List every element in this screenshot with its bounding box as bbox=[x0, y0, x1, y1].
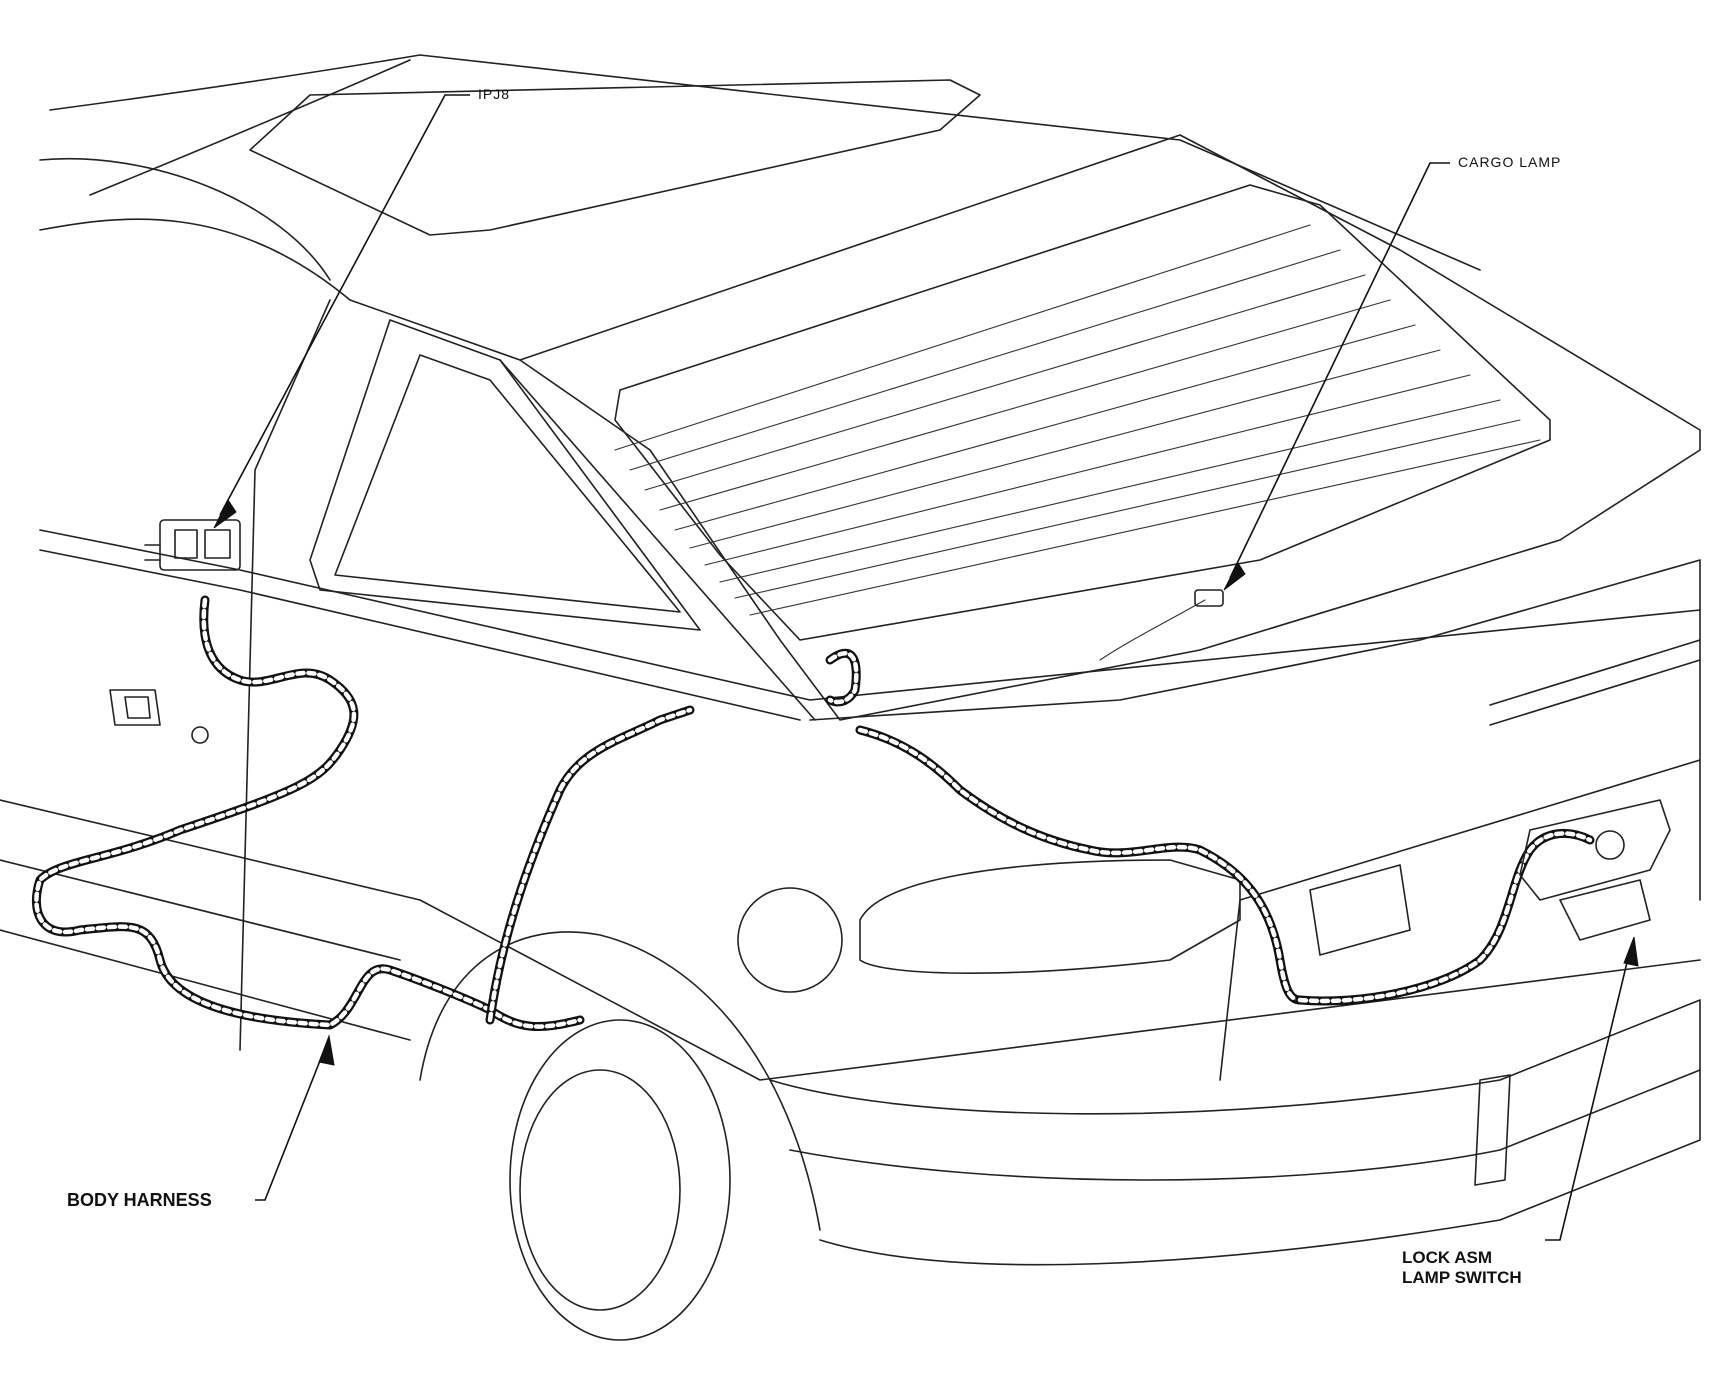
bumper-crease bbox=[789, 1069, 1701, 1181]
body-harness-routing bbox=[31, 595, 1595, 1032]
taillight-lens bbox=[859, 859, 1241, 974]
roof-front-edge bbox=[39, 158, 351, 301]
leader-lines bbox=[213, 94, 1639, 1241]
rear-bumper bbox=[769, 999, 1701, 1266]
rocker-line bbox=[0, 859, 401, 961]
ipj8-connector bbox=[144, 519, 241, 571]
trunk-spoiler bbox=[1489, 639, 1701, 726]
rear-glass-outer bbox=[519, 134, 1701, 721]
ipj8-leader bbox=[219, 94, 470, 516]
body-side-line bbox=[0, 799, 1701, 1081]
trunk-lid bbox=[809, 559, 1701, 1081]
lock-asm-callout: LOCK ASM LAMP SWITCH bbox=[1402, 1248, 1522, 1287]
license-plate-pocket bbox=[1309, 864, 1411, 956]
quarter-window-inner bbox=[334, 354, 681, 613]
cargo-lamp-arrowhead bbox=[1223, 561, 1246, 591]
cargo-lamp-leader bbox=[1229, 162, 1450, 579]
lock-asm-callout-line1: LOCK ASM bbox=[1402, 1248, 1493, 1267]
roof-outline bbox=[49, 54, 1481, 271]
cargo-lamp-component bbox=[1194, 589, 1224, 607]
rear-wheel bbox=[509, 1019, 731, 1341]
quarter-window bbox=[309, 319, 701, 631]
ipj8-arrowhead bbox=[213, 499, 237, 529]
door-handle bbox=[109, 689, 161, 726]
car-body bbox=[0, 54, 1701, 1341]
rear-glass-inner bbox=[614, 184, 1551, 641]
fuel-door bbox=[737, 887, 843, 993]
body-harness-callout: BODY HARNESS bbox=[67, 1190, 212, 1210]
harness-lock-run bbox=[1295, 828, 1595, 1006]
lock-assembly-component bbox=[1519, 799, 1671, 941]
ipj8-callout: IPJ8 bbox=[478, 86, 511, 102]
body-harness-leader bbox=[255, 1047, 326, 1201]
cargo-lamp-callout: CARGO LAMP bbox=[1458, 154, 1562, 170]
door-lock-cylinder bbox=[191, 726, 209, 744]
sunroof-panel bbox=[249, 79, 981, 236]
lock-asm-leader bbox=[1545, 949, 1631, 1241]
exhaust-tip bbox=[1474, 1074, 1511, 1186]
cargo-lamp-wire bbox=[1099, 599, 1206, 661]
beltline bbox=[39, 529, 1701, 721]
defroster-grid bbox=[614, 224, 1541, 616]
body-harness-arrowhead bbox=[318, 1034, 335, 1066]
rear-wheel-hub bbox=[519, 1069, 681, 1311]
lock-asm-arrowhead bbox=[1623, 936, 1639, 967]
lock-asm-callout-line2: LAMP SWITCH bbox=[1402, 1267, 1522, 1287]
wheel-arch bbox=[419, 931, 821, 1231]
